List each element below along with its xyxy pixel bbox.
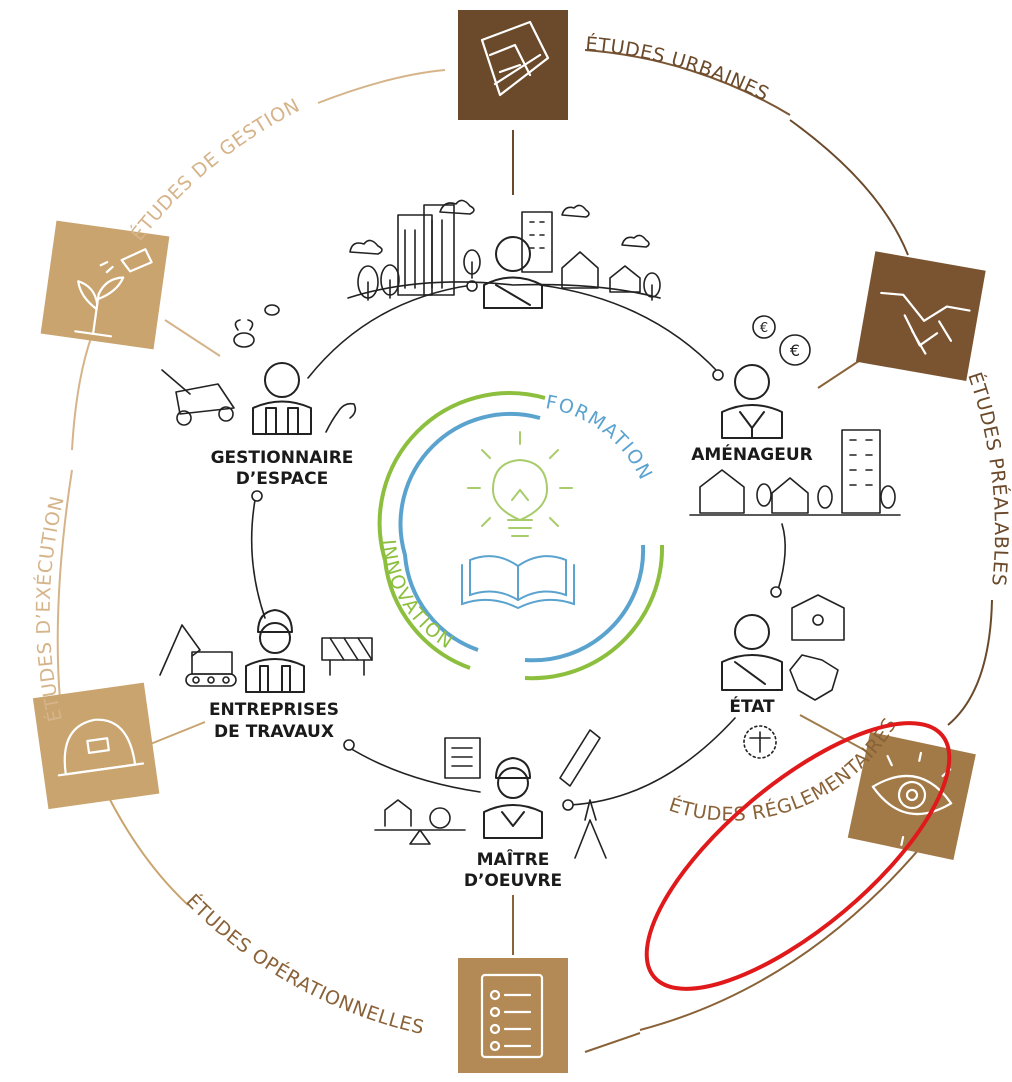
house-icon: [561, 251, 661, 301]
inner-node-1: [466, 280, 478, 292]
actor-label-etat: ÉTAT: [729, 695, 775, 717]
center-label-formation: FORMATION: [544, 391, 657, 484]
file-folder-icon: [444, 737, 481, 779]
svg-text:€: €: [790, 341, 800, 360]
amenageur-person-icon: [721, 364, 783, 439]
formation-arc-blue: [398, 412, 541, 652]
ring-arc-ges-to-exe: [71, 334, 93, 451]
eye-icon: [871, 751, 953, 846]
etat-person-icon: [721, 614, 783, 691]
phase-box-urbaines: [458, 10, 568, 120]
ring-arc-reg-to-ope: [639, 829, 936, 1031]
inner-arc-left: [250, 499, 266, 619]
watering-plant-icon: [74, 248, 153, 338]
actor-label-maitre-1: MAÎTRE: [477, 848, 550, 870]
phase-box-gestion: [40, 220, 170, 350]
etat-figure: ÉTAT: [721, 594, 845, 759]
inner-arc-top-left: [307, 284, 473, 379]
handshake-icon: [880, 291, 971, 355]
town-hall-icon: [791, 594, 845, 641]
phase-box-prealables: [855, 251, 986, 382]
checklist-icon: [480, 973, 544, 1059]
phase-box-reglementaires: [847, 731, 976, 861]
inner-node-2: [712, 369, 724, 381]
phase-label-gestion: ÉTUDES DE GESTION: [126, 94, 304, 245]
tree-icon: [357, 249, 481, 301]
ring-arc-urb-to-pre: [789, 119, 909, 256]
city-map-icon: [480, 20, 550, 97]
justice-scale-icon: [743, 725, 777, 759]
apartment-building-icon: [521, 211, 553, 273]
highlight-ellipse: [644, 721, 952, 991]
maitre-oeuvre-figure: MAÎTRE D’OEUVRE: [374, 729, 607, 891]
ring-arc-exe: [56, 469, 73, 701]
lawn-mower-icon: [161, 369, 235, 426]
center-formation-innovation: FORMATION INNOVATION: [377, 391, 665, 681]
lightbulb-book-icon: [461, 431, 575, 610]
ring-arc-ges-to-urb: [317, 69, 446, 104]
ring-arc-urbaines: [584, 49, 791, 116]
suburb-buildings-icon: [689, 429, 901, 516]
france-map-icon: [789, 654, 839, 701]
connector-execution: [147, 721, 206, 746]
actor-label-amenageur: AMÉNAGEUR: [691, 443, 813, 465]
phase-label-urbaines: ÉTUDES URBAINES: [585, 32, 773, 106]
phase-box-operationnelles: [458, 958, 568, 1073]
actor-label-entreprises-2: DE TRAVAUX: [214, 722, 334, 742]
formation-arc-green: [377, 391, 546, 670]
city-skyline-illustration: [347, 199, 661, 309]
phase-label-operationnelles: ÉTUDES OPÉRATIONNELLES: [181, 889, 426, 1039]
innovation-arc-green: [524, 544, 665, 681]
pencil-icon: [559, 729, 601, 787]
inner-node-4: [562, 799, 574, 811]
inner-arc-bottom-right: [569, 717, 736, 806]
inner-arc-bottom-left: [344, 744, 481, 793]
gestionnaire-person-icon: [252, 362, 312, 435]
maitre-oeuvre-person-icon: [483, 757, 543, 839]
cloud-icon: [349, 199, 650, 255]
actor-label-gestionnaire-2: D’ESPACE: [236, 469, 329, 489]
inner-arc-right: [777, 523, 786, 591]
innovation-arc-blue: [524, 544, 646, 663]
inner-node-5: [343, 739, 355, 751]
inner-node-6: [251, 490, 263, 502]
inner-ring: [250, 280, 786, 811]
compass-icon: [574, 799, 607, 859]
ring-arc-exe-to-ope: [104, 789, 189, 906]
urbaniste-figure: [483, 236, 543, 309]
gestionnaire-figure: GESTIONNAIRE D’ESPACE: [161, 304, 357, 489]
euro-coin-icon: € €: [752, 315, 811, 366]
hard-hat-icon: [57, 718, 145, 777]
inner-node-3: [770, 586, 782, 598]
actor-label-maitre-2: D’OEUVRE: [464, 871, 562, 891]
worm-icon: [325, 402, 357, 433]
phase-label-prealables: ÉTUDES PRÉALABLES: [963, 369, 1012, 587]
building-icon: [397, 204, 455, 296]
amenageur-figure: € € AMÉNAGEUR: [689, 315, 901, 516]
ring-arc-ope: [584, 1032, 641, 1053]
balance-icon: [374, 799, 466, 845]
actor-label-entreprises-1: ENTREPRISES: [209, 700, 339, 720]
connector-reglementaires: [799, 714, 869, 753]
svg-text:€: €: [760, 321, 768, 336]
ring-arc-pre-to-reg: [947, 599, 993, 726]
connector-gestion: [164, 319, 221, 357]
excavator-icon: [159, 624, 237, 687]
inner-arc-top-right: [539, 284, 719, 373]
entreprises-figure: ENTREPRISES DE TRAVAUX: [159, 609, 373, 742]
bee-icon: [233, 304, 280, 348]
actor-label-gestionnaire-1: GESTIONNAIRE: [211, 448, 354, 468]
road-barrier-icon: [321, 637, 373, 676]
entreprises-person-icon: [245, 609, 305, 693]
phase-box-execution: [32, 682, 160, 810]
